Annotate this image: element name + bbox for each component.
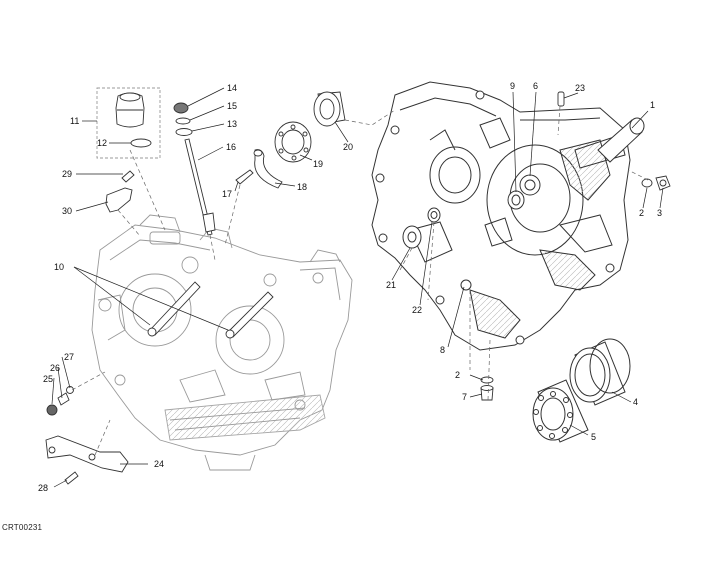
callout-27: 27 [64, 352, 74, 362]
callout-14: 14 [227, 83, 237, 93]
callout-20: 20 [343, 142, 353, 152]
drain-plug [480, 376, 494, 401]
callout-18: 18 [297, 182, 307, 192]
dowel-pin [597, 117, 645, 163]
right-crankcase-half [371, 81, 631, 351]
bearing-19 [274, 121, 312, 163]
callout-16: 16 [226, 142, 236, 152]
callout-30: 30 [62, 206, 72, 216]
callout-24: 24 [154, 459, 164, 469]
callout-7: 7 [462, 392, 467, 402]
leader-lines [51, 87, 664, 488]
mounting-bracket [45, 435, 129, 485]
left-crankcase-half [91, 214, 353, 471]
alignment-lines [71, 105, 649, 456]
callout-2-lower: 2 [455, 370, 460, 380]
bearing-20 [313, 91, 346, 127]
callout-6: 6 [533, 81, 538, 91]
dipstick-assembly [173, 102, 216, 236]
callout-2: 2 [639, 208, 644, 218]
callout-10: 10 [54, 262, 64, 272]
callout-8: 8 [440, 345, 445, 355]
callout-11: 11 [70, 116, 79, 126]
callout-26: 26 [50, 363, 60, 373]
sensor-bracket [105, 170, 135, 213]
callout-15: 15 [227, 101, 237, 111]
callout-22: 22 [412, 305, 422, 315]
callout-4: 4 [633, 397, 638, 407]
callout-3: 3 [657, 208, 662, 218]
callout-21: 21 [386, 280, 396, 290]
long-bolts [147, 281, 274, 339]
roller-bearing-5 [532, 379, 589, 443]
oil-pressure-parts [46, 386, 74, 416]
callout-13: 13 [227, 119, 237, 129]
callout-1: 1 [650, 100, 655, 110]
bearing-ring-4 [569, 338, 631, 406]
callout-28: 28 [38, 483, 48, 493]
callout-9: 9 [510, 81, 515, 91]
callout-23: 23 [575, 83, 585, 93]
callout-17: 17 [222, 189, 232, 199]
callout-12: 12 [97, 138, 107, 148]
washer-and-nut [641, 175, 671, 191]
callout-19: 19 [313, 159, 323, 169]
clamp-and-screw [235, 149, 283, 189]
callout-labels: 1 2 3 4 5 6 7 8 9 10 11 12 13 14 15 16 1… [38, 81, 662, 493]
breather-group [96, 87, 161, 159]
callout-5: 5 [591, 432, 596, 442]
callout-25: 25 [43, 374, 53, 384]
drawing-code: CRT00231 [2, 523, 43, 532]
locating-pin [557, 91, 565, 107]
callout-29: 29 [62, 169, 72, 179]
